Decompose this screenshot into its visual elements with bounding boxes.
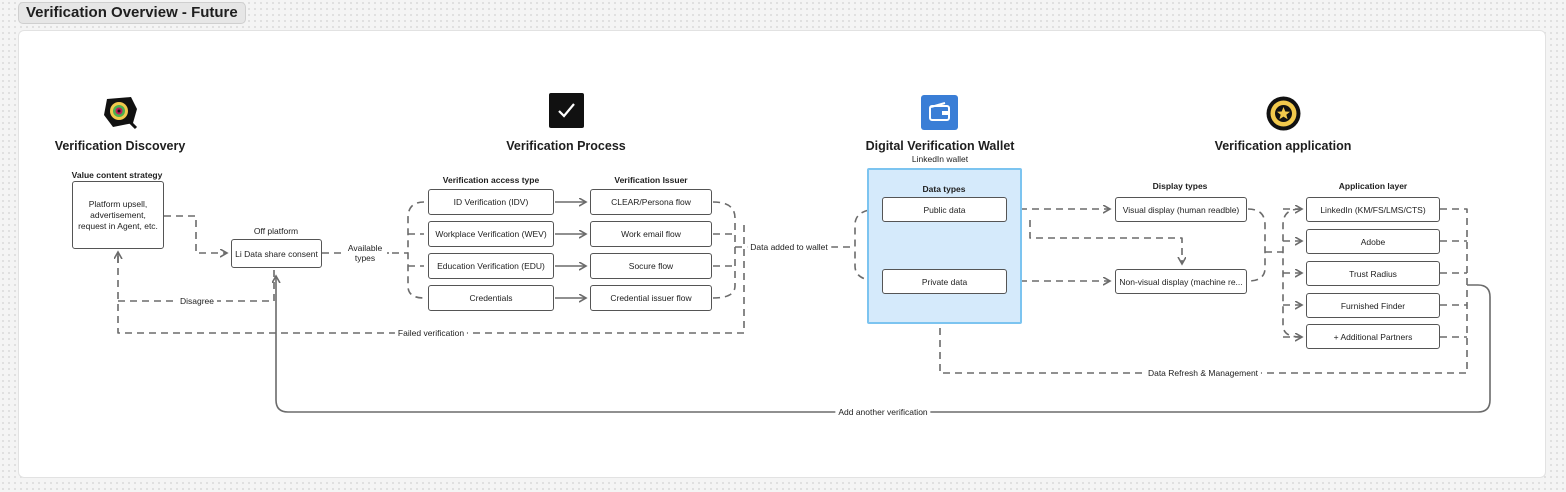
issuer-work-email[interactable]: Work email flow xyxy=(590,221,712,247)
wallet-icon xyxy=(921,95,958,130)
access-type-edu[interactable]: Education Verification (EDU) xyxy=(428,253,554,279)
edge-disagree xyxy=(118,270,275,302)
partner-linkedin[interactable]: LinkedIn (KM/FS/LMS/CTS) xyxy=(1306,197,1440,222)
label-add-another: Add another verification xyxy=(835,407,931,417)
off-platform-label: Off platform xyxy=(253,226,299,236)
partner-adobe[interactable]: Adobe xyxy=(1306,229,1440,254)
consent-box[interactable]: Li Data share consent xyxy=(231,239,322,268)
wallet-panel[interactable] xyxy=(867,168,1022,324)
heading-application: Verification application xyxy=(1214,139,1352,153)
label-added-wallet: Data added to wallet xyxy=(747,242,831,252)
heading-process: Verification Process xyxy=(506,139,626,153)
star-badge-icon xyxy=(1265,95,1302,132)
access-type-title: Verification access type xyxy=(442,175,540,185)
access-type-wev[interactable]: Workplace Verification (WEV) xyxy=(428,221,554,247)
heading-discovery: Verification Discovery xyxy=(54,139,186,153)
edge-strategy-consent xyxy=(164,215,227,253)
data-types-title: Data types xyxy=(922,184,966,194)
public-data-box[interactable]: Public data xyxy=(882,197,1007,222)
edge-bracket-issuer xyxy=(712,201,736,299)
edge-data-refresh xyxy=(940,208,1468,374)
frame-title[interactable]: Verification Overview - Future xyxy=(18,2,246,24)
access-type-credentials[interactable]: Credentials xyxy=(428,285,554,311)
issuer-clear-persona[interactable]: CLEAR/Persona flow xyxy=(590,189,712,215)
partner-additional[interactable]: + Additional Partners xyxy=(1306,324,1440,349)
label-data-refresh: Data Refresh & Management xyxy=(1144,368,1262,378)
access-type-idv[interactable]: ID Verification (IDV) xyxy=(428,189,554,215)
checkmark-icon xyxy=(549,93,584,128)
label-disagree: Disagree xyxy=(176,296,218,306)
display-types-title: Display types xyxy=(1152,181,1208,191)
issuer-title: Verification Issuer xyxy=(614,175,688,185)
heading-wallet: Digital Verification Wallet xyxy=(865,139,1015,153)
strategy-box[interactable]: Platform upsell, advertisement, request … xyxy=(72,181,164,249)
edge-bracket-access xyxy=(407,201,425,299)
private-data-box[interactable]: Private data xyxy=(882,269,1007,294)
display-visual[interactable]: Visual display (human readble) xyxy=(1115,197,1247,222)
display-nonvisual[interactable]: Non-visual display (machine re... xyxy=(1115,269,1247,294)
strategy-title: Value content strategy xyxy=(71,170,163,180)
issuer-socure[interactable]: Socure flow xyxy=(590,253,712,279)
magnifier-eye-icon xyxy=(101,95,141,131)
wallet-subtitle: LinkedIn wallet xyxy=(911,154,969,164)
issuer-credential[interactable]: Credential issuer flow xyxy=(590,285,712,311)
label-available-types: Available types xyxy=(343,243,387,263)
application-layer-title: Application layer xyxy=(1338,181,1408,191)
partner-furnished-finder[interactable]: Furnished Finder xyxy=(1306,293,1440,318)
partner-trust-radius[interactable]: Trust Radius xyxy=(1306,261,1440,286)
edge-public-nonvisual xyxy=(1029,220,1182,264)
label-failed-verification: Failed verification xyxy=(394,328,468,338)
edge-bracket-display xyxy=(1247,208,1266,282)
edge-add-another xyxy=(276,276,1491,413)
